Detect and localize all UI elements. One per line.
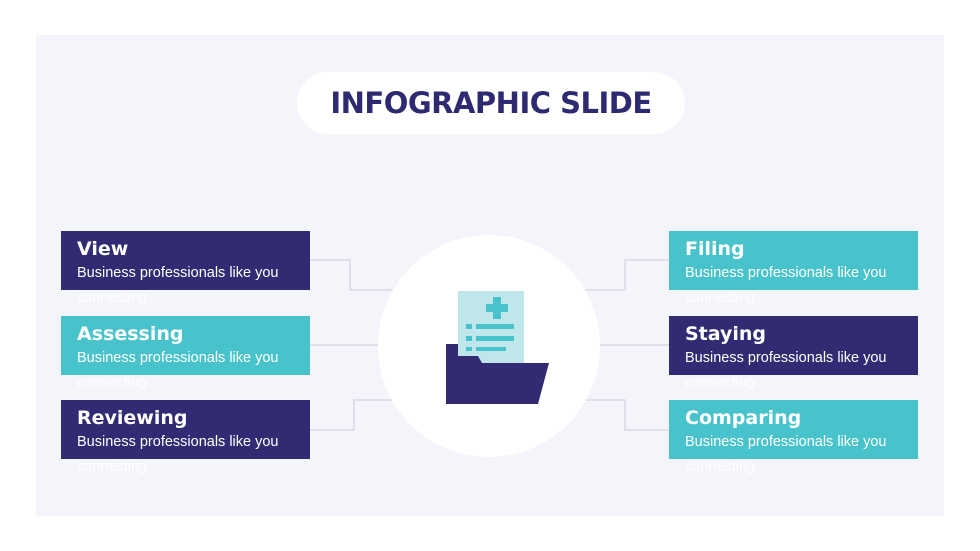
item-description: Business professionals like you connecti… — [685, 350, 887, 391]
item-comparing: Comparing Business professionals like yo… — [669, 400, 918, 475]
item-title: Staying — [685, 323, 767, 345]
item-description: Business professionals like you connecti… — [77, 350, 279, 391]
item-title: Filing — [685, 238, 745, 260]
item-view: View Business professionals like you con… — [61, 231, 310, 306]
item-description: Business professionals like you connecti… — [77, 434, 279, 475]
item-description: Business professionals like you connecti… — [685, 434, 887, 475]
item-reviewing: Reviewing Business professionals like yo… — [61, 400, 310, 475]
item-title: Assessing — [77, 323, 184, 345]
item-description: Business professionals like you connecti… — [77, 265, 279, 306]
connector-reviewing — [310, 399, 395, 431]
connector-filing — [585, 259, 669, 291]
item-title: Comparing — [685, 407, 802, 429]
item-staying: Staying Business professionals like you … — [669, 316, 918, 391]
item-description: Business professionals like you connecti… — [685, 265, 887, 306]
connector-comparing — [585, 399, 669, 431]
item-title: View — [77, 238, 129, 260]
item-title: Reviewing — [77, 407, 188, 429]
title-pill: INFOGRAPHIC SLIDE — [297, 72, 685, 134]
slide-title: INFOGRAPHIC SLIDE — [330, 86, 652, 120]
medical-folder-icon — [446, 291, 549, 404]
item-filing: Filing Business professionals like you c… — [669, 231, 918, 306]
connector-view — [310, 259, 395, 291]
item-assessing: Assessing Business professionals like yo… — [61, 316, 310, 391]
